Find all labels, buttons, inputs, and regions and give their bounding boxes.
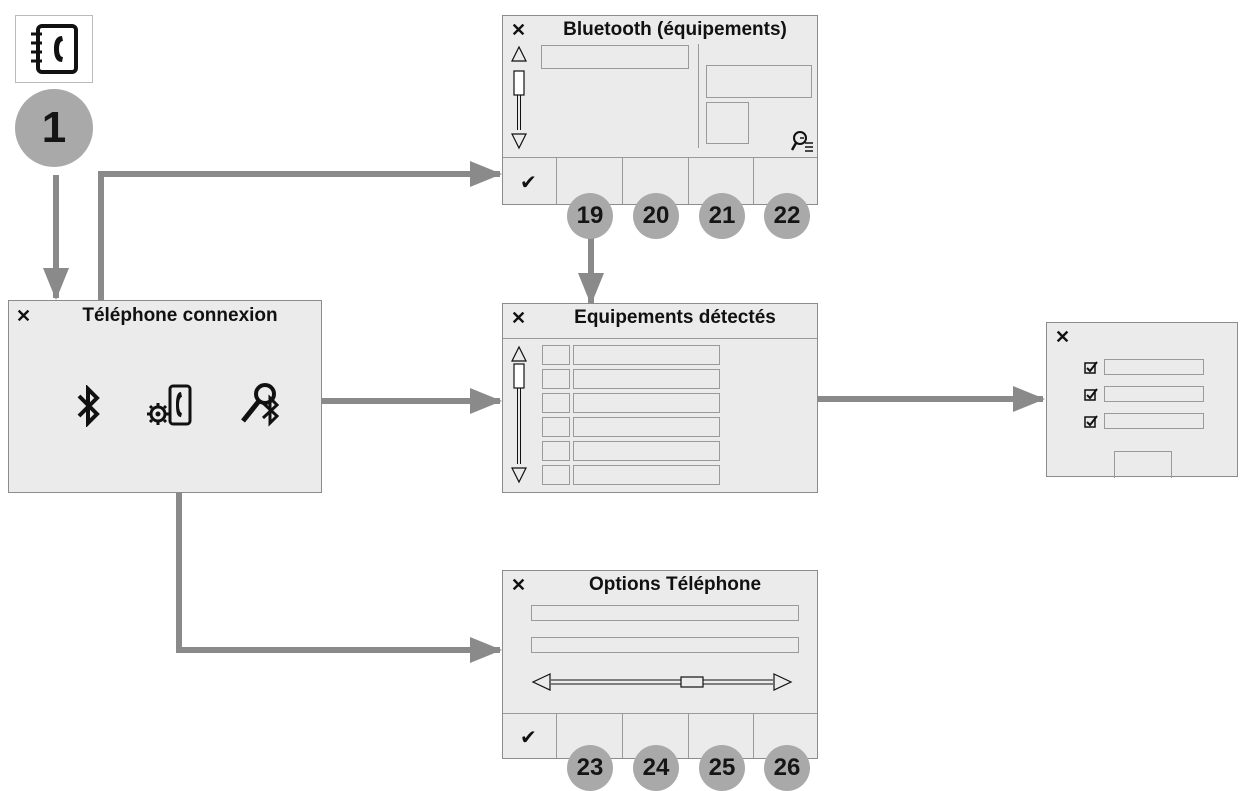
confirm-icon[interactable]: ✔ [520, 727, 537, 749]
validate-button[interactable] [1114, 451, 1172, 478]
badge-22: 22 [764, 193, 810, 239]
checkbox-icon[interactable] [1084, 414, 1098, 433]
checkbox-icon[interactable] [1084, 360, 1098, 379]
options-toolbar: ✔ [503, 714, 817, 758]
list-item[interactable] [573, 441, 720, 461]
list-item-icon [542, 465, 570, 485]
device-name-field[interactable] [541, 45, 689, 69]
toolbar-button-26[interactable] [753, 714, 819, 758]
panel-title: Téléphone connexion [82, 305, 278, 326]
panel-title: Equipements détectés [574, 307, 776, 328]
phone-book-icon[interactable] [15, 15, 93, 83]
option-field [1104, 386, 1204, 402]
phone-options-panel: ✕ Options Téléphone ✔ [502, 570, 818, 759]
search-list-icon[interactable] [790, 130, 815, 157]
list-item-icon [542, 441, 570, 461]
toolbar-button-21[interactable] [688, 158, 754, 204]
divider [698, 44, 699, 148]
list-item[interactable] [573, 345, 720, 365]
bluetooth-icon[interactable] [74, 384, 104, 432]
header-divider [503, 338, 817, 339]
toolbar-button-19[interactable] [556, 158, 622, 204]
toolbar-button-20[interactable] [622, 158, 688, 204]
badge-23: 23 [567, 745, 613, 791]
detected-equipments-panel: ✕ Equipements détectés [502, 303, 818, 493]
close-icon[interactable]: ✕ [511, 308, 527, 328]
toolbar-divider [503, 713, 817, 714]
badge-25: 25 [699, 745, 745, 791]
phone-settings-icon[interactable] [143, 383, 195, 434]
scrollbar[interactable] [511, 44, 527, 159]
panel-title: Options Téléphone [588, 574, 762, 595]
bluetooth-toolbar: ✔ [503, 158, 817, 204]
list-item[interactable] [573, 465, 720, 485]
toolbar-button-25[interactable] [688, 714, 754, 758]
volume-slider[interactable] [531, 671, 793, 698]
checkbox-icon[interactable] [1084, 387, 1098, 406]
toolbar-divider [503, 157, 817, 158]
bluetooth-equipments-panel: ✕ Bluetooth (équipements) ✔ [502, 15, 818, 205]
list-item-icon [542, 417, 570, 437]
checkbox-options-panel: ✕ [1046, 322, 1238, 478]
badge-21: 21 [699, 193, 745, 239]
close-icon[interactable]: ✕ [511, 20, 527, 40]
step-badge-1: 1 [15, 89, 93, 167]
close-icon[interactable]: ✕ [16, 306, 32, 326]
toolbar-button-23[interactable] [556, 714, 622, 758]
list-item[interactable] [573, 417, 720, 437]
scrollbar[interactable] [511, 344, 527, 493]
option-field [1104, 413, 1204, 429]
toolbar-button-22[interactable] [753, 158, 819, 204]
phone-connexion-panel: ✕ Téléphone connexion [8, 300, 322, 493]
list-item-icon [542, 393, 570, 413]
list-item[interactable] [573, 369, 720, 389]
option-field[interactable] [531, 605, 799, 621]
badge-26: 26 [764, 745, 810, 791]
badge-24: 24 [633, 745, 679, 791]
list-item-icon [542, 369, 570, 389]
close-icon[interactable]: ✕ [511, 575, 527, 595]
thumbnail-box [706, 102, 749, 144]
arrow-settings-to-options [176, 445, 502, 663]
badge-20: 20 [633, 193, 679, 239]
close-icon[interactable]: ✕ [1055, 327, 1071, 347]
list-item-icon [542, 345, 570, 365]
option-field[interactable] [531, 637, 799, 653]
badge-19: 19 [567, 193, 613, 239]
panel-title: Bluetooth (équipements) [563, 19, 787, 40]
confirm-icon[interactable]: ✔ [520, 172, 537, 194]
toolbar-button-24[interactable] [622, 714, 688, 758]
info-field [706, 65, 812, 98]
option-field [1104, 359, 1204, 375]
bluetooth-search-icon[interactable] [237, 381, 287, 432]
list-item[interactable] [573, 393, 720, 413]
